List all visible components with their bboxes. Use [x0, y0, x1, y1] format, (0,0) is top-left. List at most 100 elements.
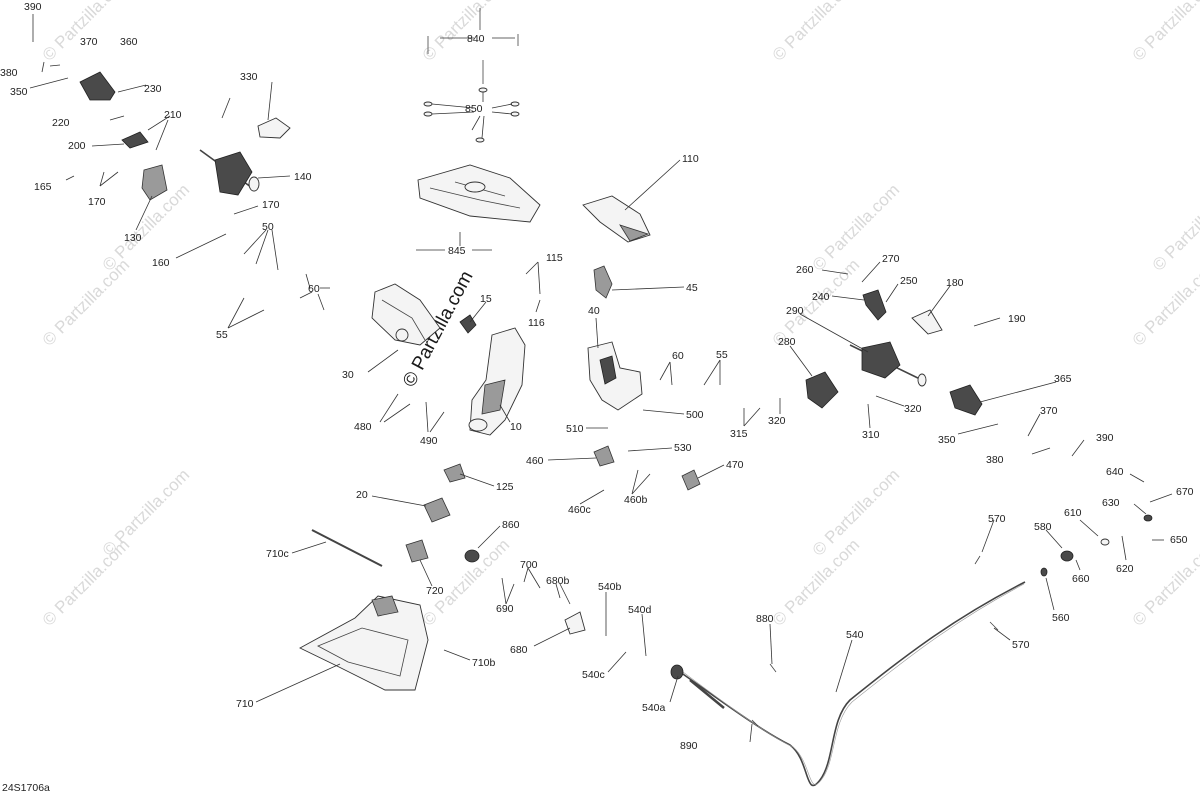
callout-label: 350: [938, 434, 956, 446]
watermark-text: © Partzilla.com: [99, 465, 193, 559]
callout-label: 310: [862, 429, 880, 441]
callout-label: 670: [1176, 486, 1194, 498]
callout-label: 20: [356, 489, 368, 501]
callout-label: 620: [1116, 563, 1134, 575]
callout-label: 390: [1096, 432, 1114, 444]
watermark-text: © Partzilla.com: [419, 535, 513, 629]
callout-label: 510: [566, 423, 584, 435]
part-110-fairing: [582, 195, 651, 243]
callout-label: 460: [526, 455, 544, 467]
part-290-housing: [849, 341, 927, 387]
part-20-block: [423, 497, 451, 523]
callout-label: 640: [1106, 466, 1124, 478]
part-460-plate: [593, 445, 615, 467]
callout-label: 360: [120, 36, 138, 48]
callout-label: 110: [682, 153, 699, 165]
callout-label: 540c: [582, 669, 605, 681]
callout-label: 570: [988, 513, 1006, 525]
callout-label: 680: [510, 644, 528, 656]
callout-label: 540b: [598, 581, 622, 593]
callout-label: 280: [778, 336, 796, 348]
callout-label: 290: [786, 305, 804, 317]
part-10-column: [468, 327, 526, 436]
callout-label: 160: [152, 257, 170, 269]
part-890-clip: [751, 719, 759, 727]
callout-label: 540: [846, 629, 864, 641]
callout-label: 480: [354, 421, 372, 433]
part-180-cover: [911, 309, 943, 335]
part-560-nut: [1040, 567, 1048, 577]
callout-label: 540a: [642, 702, 666, 714]
watermark-text: © Partzilla.com: [39, 0, 133, 65]
part-880-clip: [769, 663, 777, 673]
bolt-group-840: [427, 8, 519, 84]
part-570-clip-2: [989, 621, 999, 631]
callout-label: 380: [986, 454, 1004, 466]
callout-label: 720: [426, 585, 444, 597]
callout-labels: 390 370 360 380 350 230 330 220 210 200 …: [0, 1, 1194, 752]
callout-label: 10: [510, 421, 522, 433]
callout-label: 390: [24, 1, 42, 13]
callout-label: 365: [1054, 373, 1072, 385]
callout-label: 260: [796, 264, 814, 276]
watermark-text: © Partzilla.com: [39, 255, 133, 349]
callout-label: 270: [882, 253, 900, 265]
part-570-clip: [974, 555, 981, 565]
callout-label: 315: [730, 428, 748, 440]
part-45-bracket: [593, 265, 613, 299]
callout-label: 350: [10, 86, 28, 98]
callout-label: 170: [88, 196, 106, 208]
callout-label: 320: [768, 415, 786, 427]
callout-label: 490: [420, 435, 438, 447]
part-630-screw: [1143, 514, 1153, 522]
callout-label: 240: [812, 291, 830, 303]
callout-label: 710c: [266, 548, 289, 560]
part-710c-rod: [311, 529, 383, 567]
callout-label: 690: [496, 603, 514, 615]
callout-label: 680b: [546, 575, 570, 587]
callout-label: 55: [716, 349, 728, 361]
part-710-skid-plate: [299, 595, 429, 691]
callout-label: 850: [465, 103, 483, 115]
callout-label: 380: [0, 67, 18, 79]
callout-label: 40: [588, 305, 600, 317]
part-240-lever: [862, 289, 887, 321]
callout-label: 580: [1034, 521, 1052, 533]
callout-label: 116: [528, 317, 545, 329]
callout-label: 180: [946, 277, 964, 289]
callout-label: 840: [467, 33, 485, 45]
callout-label: 200: [68, 140, 86, 152]
callout-label: 370: [1040, 405, 1058, 417]
leader-lines: [29, 14, 1173, 743]
part-125-cover: [443, 463, 466, 483]
callout-label: 330: [240, 71, 258, 83]
callout-label: 530: [674, 442, 692, 454]
callout-label: 115: [546, 252, 563, 264]
callout-label: 190: [1008, 313, 1026, 325]
part-610-bushing: [1100, 538, 1110, 546]
callout-label: 60: [672, 350, 684, 362]
callout-label: 700: [520, 559, 538, 571]
part-680-bracket: [564, 611, 586, 635]
part-365-grip: [949, 384, 983, 416]
callout-label: 540d: [628, 604, 652, 616]
callout-label: 30: [342, 369, 354, 381]
watermark-text: © Partzilla.com: [419, 0, 513, 65]
callout-label: 125: [496, 481, 514, 493]
callout-label: 15: [480, 293, 492, 305]
callout-label: 460b: [624, 494, 648, 506]
callout-label: 45: [686, 282, 698, 294]
callout-label: 320: [904, 403, 922, 415]
callout-label: 230: [144, 83, 162, 95]
part-580-cylinder: [1060, 550, 1074, 562]
part-130-bracket: [141, 164, 168, 201]
part-280-housing: [805, 371, 839, 409]
part-540-cable: [670, 581, 1026, 787]
callout-label: 710b: [472, 657, 496, 669]
callout-label: 890: [680, 740, 698, 752]
part-40-bracket: [587, 341, 643, 411]
watermark-layer: © Partzilla.com © Partzilla.com © Partzi…: [39, 0, 1200, 630]
callout-label: 470: [726, 459, 744, 471]
